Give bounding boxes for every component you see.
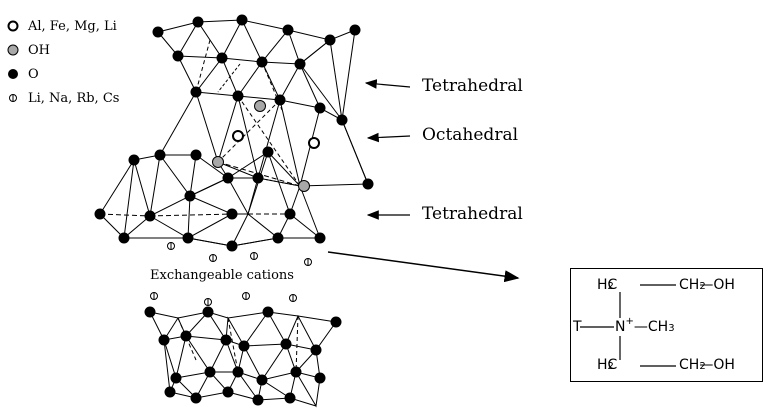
black-circle-icon bbox=[6, 67, 28, 81]
label-bottom-tetrahedral: Tetrahedral bbox=[422, 204, 523, 224]
label-octahedral: Octahedral bbox=[422, 125, 519, 145]
legend-item-exchange: Li, Na, Rb, Cs bbox=[6, 86, 119, 110]
lower-clay-layer bbox=[149, 311, 337, 408]
oxygen-atoms bbox=[94, 14, 374, 406]
legend-label: O bbox=[28, 66, 39, 82]
legend-label: Li, Na, Rb, Cs bbox=[28, 90, 120, 106]
hydroxyl-atoms bbox=[212, 100, 310, 192]
exchangeable-cation-atoms bbox=[150, 242, 312, 306]
label-top-tetrahedral: Tetrahedral bbox=[422, 76, 523, 96]
lower-tetrahedral-sheet bbox=[99, 151, 322, 247]
label-exchangeable-cations: Exchangeable cations bbox=[150, 268, 294, 283]
crossed-circle-icon bbox=[6, 91, 28, 105]
octahedral-cation-atoms bbox=[232, 130, 320, 149]
pointer-arrow bbox=[327, 251, 520, 283]
legend: Al, Fe, Mg, Li OH O Li, Na, Rb, Cs bbox=[6, 14, 119, 110]
legend-label: Al, Fe, Mg, Li bbox=[28, 18, 117, 34]
gray-circle-icon bbox=[6, 43, 28, 57]
layer-arrows bbox=[364, 79, 411, 220]
legend-item-o: O bbox=[6, 62, 119, 86]
legend-item-oh: OH bbox=[6, 38, 119, 62]
formula-row2-t: T bbox=[573, 319, 582, 335]
formula-bonds bbox=[580, 284, 676, 367]
legend-item-cations: Al, Fe, Mg, Li bbox=[6, 14, 119, 38]
open-circle-icon bbox=[6, 19, 28, 33]
legend-label: OH bbox=[28, 42, 50, 58]
